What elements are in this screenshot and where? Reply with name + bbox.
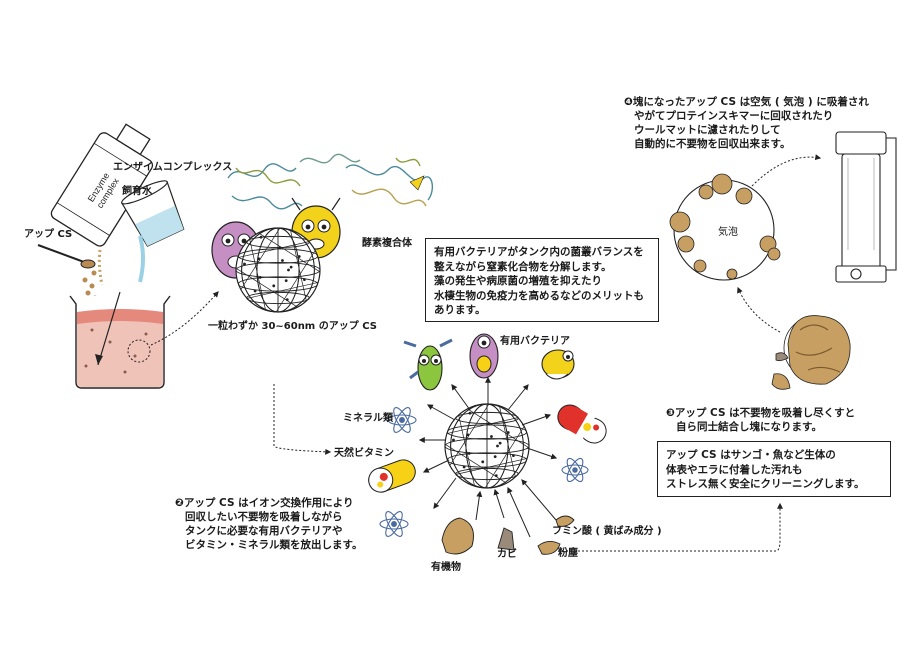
capsule-right-icon: [557, 404, 607, 444]
useful-bacteria-yellow-icon: [541, 349, 575, 380]
protein-skimmer-icon: [835, 131, 897, 283]
cleaning-info-box: アップ CS はサンゴ・魚など生体の 体表やエラに付着した汚れも ストレス無く安…: [657, 441, 891, 497]
water-cup-icon: [120, 180, 185, 283]
bacteria-info-box: 有用バクテリアがタンク内の菌叢バランスを 整えながら窒素化合物を分解します。 藻…: [425, 238, 659, 322]
input-arrows: [475, 479, 557, 538]
label-minerals: ミネラル類: [343, 413, 393, 424]
enzyme-structures-icon: [227, 153, 434, 210]
debris-icons: [441, 515, 575, 555]
label-mold: カビ: [497, 549, 517, 560]
label-breeding-water: 飼育水: [122, 186, 152, 197]
label-dust: 粉塵: [558, 548, 578, 559]
label-particle-size: 一粒わずか 30~60nm のアップ CS: [208, 321, 377, 332]
label-useful-bacteria: 有用バクテリア: [500, 336, 570, 347]
green-bacteria-icon: [403, 338, 453, 391]
step3-caption: ❸アップ CS は不要物を吸着し尽くすと 自ら同士結合し塊になります。: [666, 407, 856, 433]
arrow-bubble-to-skimmer: [751, 154, 822, 187]
label-bubble: 気泡: [718, 227, 738, 238]
label-upcs-left: アップ CS: [24, 229, 73, 240]
debris-clump-icon: [771, 315, 851, 390]
bubble-icon: [669, 173, 781, 281]
arrow-to-vitamins: [273, 384, 332, 455]
label-organic: 有機物: [431, 562, 461, 573]
atom-right-icon: [561, 457, 589, 483]
capsule-left-icon: [368, 459, 416, 493]
step4-caption: ❹塊になったアップ CS は空気 ( 気泡 ) に吸着され やがてプロテインスキ…: [624, 96, 869, 150]
step2-caption: ❷アップ CS はイオン交換作用により 回収したい不要物を吸着しながら タンクに…: [175, 497, 363, 551]
label-vitamins: 天然ビタミン: [334, 448, 394, 459]
upcs-particle-top-icon: [235, 227, 321, 313]
useful-bacteria-purple-icon: [469, 333, 499, 379]
enzyme-bottle-icon: Enzyme complex: [50, 123, 154, 247]
arrow-clump-to-bubble: [737, 286, 781, 333]
arrow-beaker-to-particle: [150, 291, 219, 346]
output-arrows: [418, 376, 558, 509]
label-enzyme-composite: 酵素複合体: [362, 238, 412, 249]
spoon-icon: [37, 244, 96, 269]
upcs-particle-center-icon: [444, 403, 530, 489]
atom-mineral-icon: [387, 407, 417, 433]
label-enzyme-complex: エンザイムコンプレックス: [113, 162, 233, 173]
atom-bottom-left-icon: [379, 511, 409, 537]
label-humic: フミン酸 ( 黄ばみ成分 ): [552, 526, 662, 537]
beaker-icon: [69, 291, 171, 389]
